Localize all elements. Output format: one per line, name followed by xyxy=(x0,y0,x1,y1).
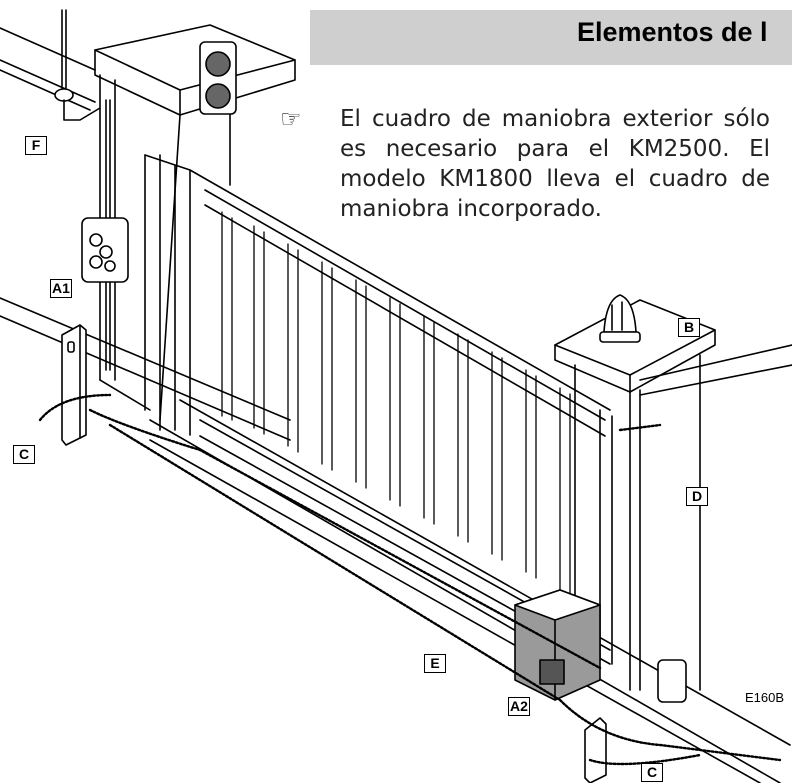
antenna xyxy=(54,9,101,121)
gate-bars xyxy=(221,211,571,597)
callout-a1: A1 xyxy=(50,279,72,298)
keypad xyxy=(81,217,129,283)
callout-c-left: C xyxy=(13,445,35,464)
note-text: El cuadro de maniobra exterior sólo es n… xyxy=(340,106,770,222)
gate-track xyxy=(0,297,791,783)
callout-e: E xyxy=(424,654,446,673)
cable-runs-dotted xyxy=(38,393,782,766)
sliding-gate xyxy=(144,154,613,665)
warning-lamp xyxy=(599,294,641,343)
callout-b: B xyxy=(678,318,700,337)
photocell-post-left xyxy=(61,324,87,446)
pointing-hand-icon: ☞ xyxy=(280,105,302,133)
callout-a2: A2 xyxy=(508,697,530,716)
traffic-light xyxy=(199,41,237,115)
callout-d: D xyxy=(686,487,708,506)
photocell-wall-right xyxy=(657,659,687,703)
section-header-bar xyxy=(310,10,792,65)
callout-f: F xyxy=(25,136,47,155)
top-wall xyxy=(0,27,96,111)
callout-c-bottom: C xyxy=(641,763,663,782)
figure-code: E160B xyxy=(745,690,785,705)
info-note: ☞ El cuadro de maniobra exterior sólo es… xyxy=(280,104,772,224)
photocell-post-bottom xyxy=(584,717,607,783)
section-title: Elementos de l xyxy=(577,17,768,47)
